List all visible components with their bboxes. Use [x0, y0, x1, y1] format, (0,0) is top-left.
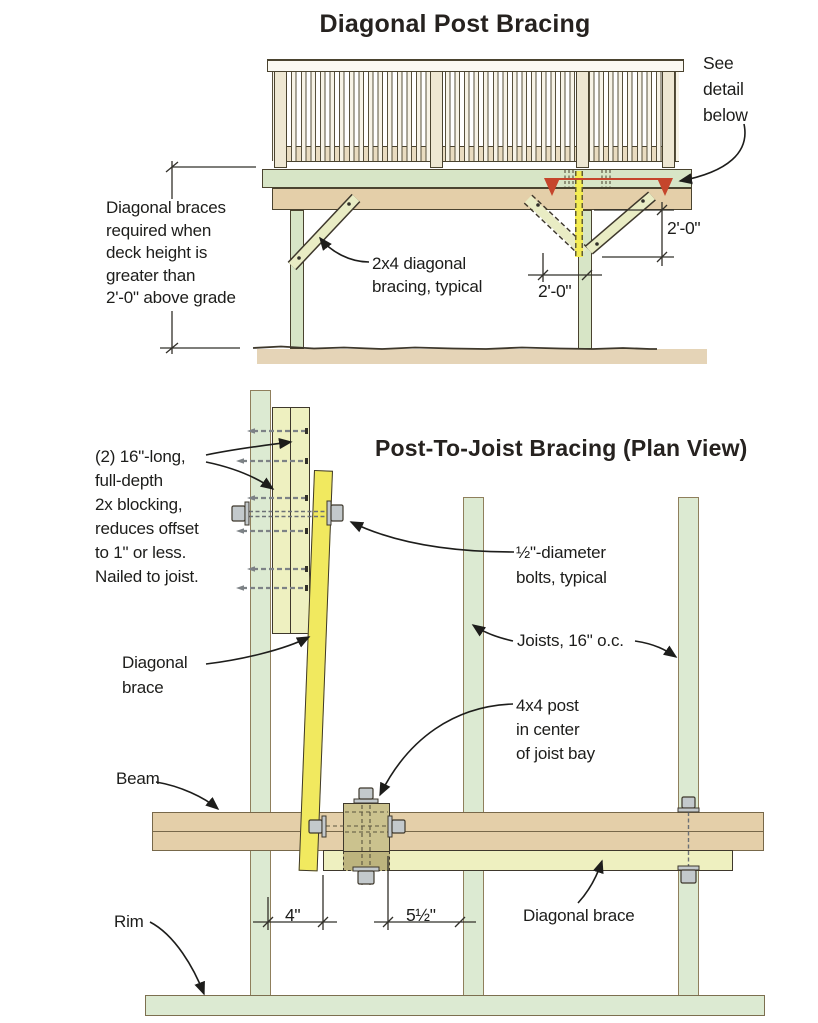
rim-joist — [145, 995, 765, 1016]
bolts-arrow — [349, 521, 515, 553]
rim-arrow — [149, 921, 205, 996]
see-detail-note: See detail below — [703, 53, 748, 125]
diagonal-brace-label-right: Diagonal brace — [523, 906, 635, 925]
braces-required-note: Diagonal braces required when deck heigh… — [106, 198, 236, 307]
deck-post-right — [578, 210, 592, 349]
joists-label: Joists, 16" o.c. — [517, 631, 624, 650]
dim-height-right: 2'-0" — [667, 218, 701, 238]
beam-label: Beam — [116, 769, 160, 788]
beam-arrow — [155, 781, 220, 811]
railing-post — [662, 64, 675, 168]
blocking-note: (2) 16"-long, full-depth 2x blocking, re… — [95, 447, 199, 586]
beam-ply-1 — [152, 812, 764, 833]
deck-beam — [272, 188, 692, 210]
railing-post — [430, 64, 443, 168]
post-hidden-portion — [343, 851, 390, 871]
rim-label: Rim — [114, 912, 144, 931]
railing-post — [576, 64, 589, 168]
bolt-post-top — [353, 787, 379, 804]
deck-post-left — [290, 210, 304, 349]
railing-top-rail — [267, 59, 684, 72]
diagonal-brace-band — [323, 850, 733, 871]
joist-left — [250, 390, 271, 997]
post-4x4 — [343, 803, 390, 852]
post-arrow — [379, 703, 514, 797]
joist-right — [678, 497, 699, 997]
bracing-arrow — [319, 236, 370, 263]
blocking-piece-2 — [290, 407, 310, 634]
deck-rim-band — [262, 169, 692, 188]
top-diagram-title: Diagonal Post Bracing — [319, 10, 591, 38]
railing-balusters — [272, 72, 679, 161]
bottom-diagram-title: Post-To-Joist Bracing (Plan View) — [375, 435, 748, 461]
diagonal-brace-label-left: Diagonal brace — [122, 653, 188, 697]
post-label: 4x4 post in center of joist bay — [516, 696, 595, 763]
joist-middle — [463, 497, 484, 997]
dim-post-width: 5½" — [406, 905, 436, 925]
bolts-label: ½"-diameter bolts, typical — [516, 543, 607, 587]
dim-offset: 4" — [285, 905, 301, 925]
joists-arrow-right — [634, 640, 678, 658]
ground — [252, 345, 707, 364]
bracing-typical-label: 2x4 diagonal bracing, typical — [372, 254, 483, 296]
blocking-piece-1 — [272, 407, 291, 634]
dim-width-bottom: 2'-0" — [538, 281, 572, 301]
beam-ply-2 — [152, 831, 764, 851]
railing-post — [274, 64, 287, 168]
